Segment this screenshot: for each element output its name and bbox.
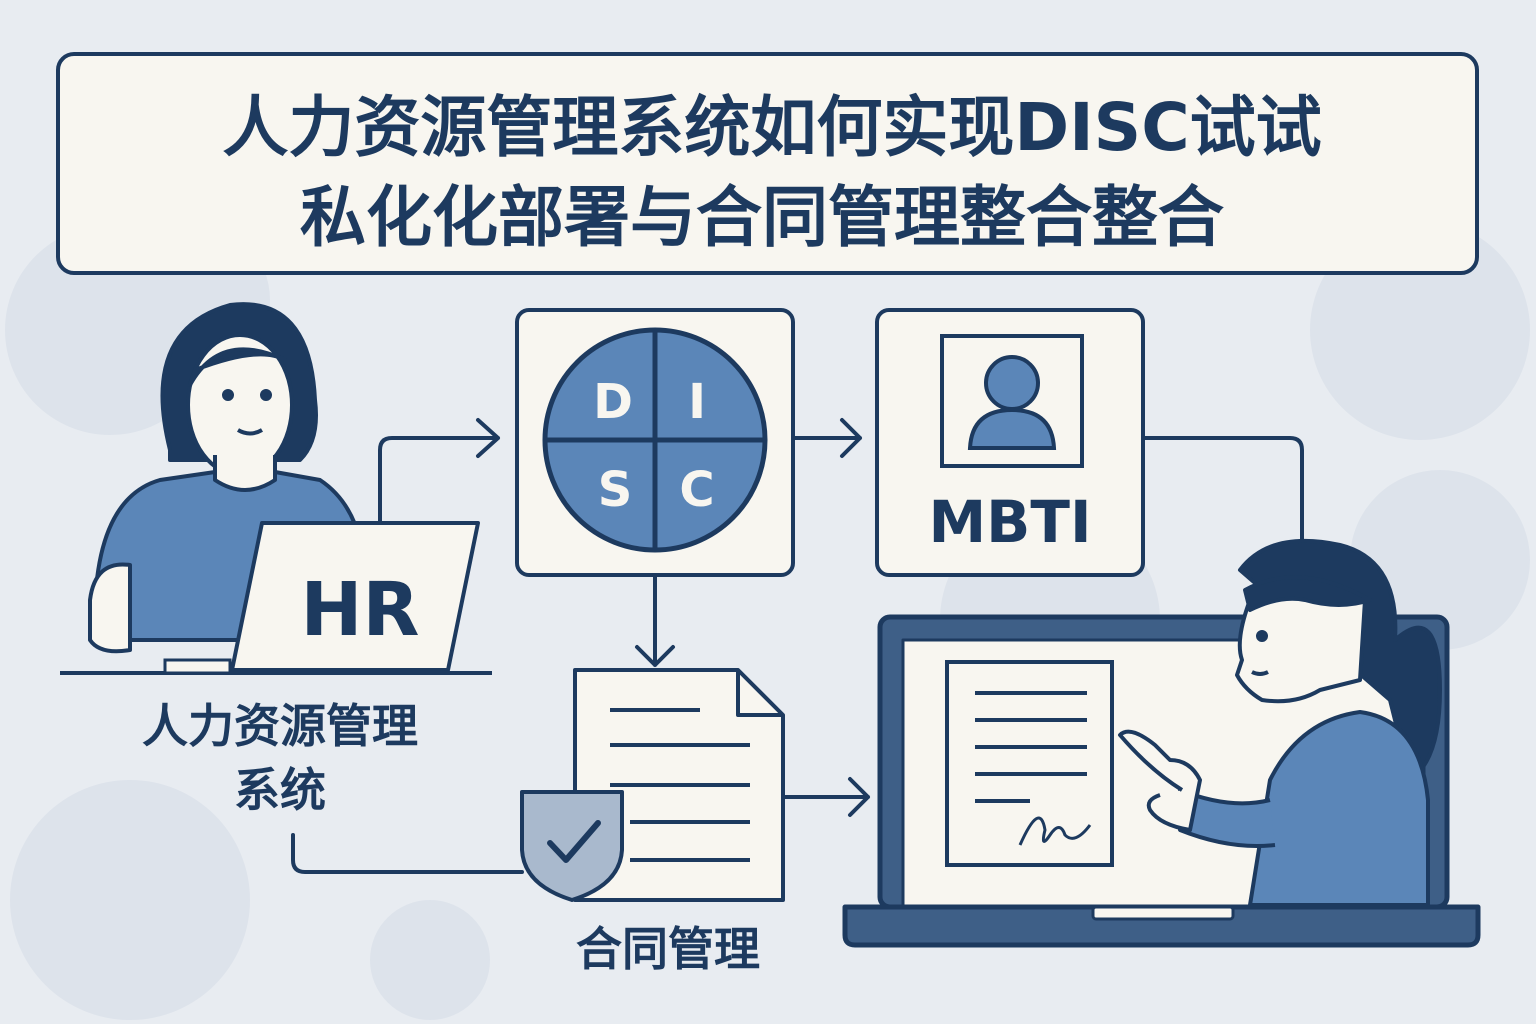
disc-box: D I S C <box>515 308 795 577</box>
contract-label: 合同管理 <box>576 922 760 976</box>
disc-c: C <box>679 462 714 518</box>
hr-to-contract-line <box>291 833 524 874</box>
user-profile-icon <box>967 355 1057 450</box>
signed-document <box>945 660 1114 867</box>
hr-laptop-label: HR <box>301 567 420 653</box>
disc-d: D <box>593 374 633 430</box>
title-box: 人力资源管理系统如何实现DISC试试 私化化部署与合同管理整合整合 <box>56 52 1479 275</box>
disc-to-mbti-arrow <box>793 418 862 458</box>
disc-to-contract-arrow <box>635 575 675 667</box>
mbti-to-user-line <box>1141 436 1304 542</box>
contract-to-laptop-arrow <box>783 777 870 817</box>
signature <box>1018 816 1092 846</box>
mbti-box: MBTI <box>875 308 1145 577</box>
user-person-illustration <box>1118 538 1442 907</box>
title-line-2: 私化化部署与合同管理整合整合 <box>300 179 1224 256</box>
hr-system-label-line-2: 系统 <box>234 763 326 817</box>
hr-laptop: HR <box>60 521 492 675</box>
mbti-label: MBTI <box>928 488 1091 556</box>
hr-to-disc-arrow <box>378 418 500 527</box>
shield-check-icon <box>520 790 624 902</box>
connectors <box>291 418 1304 874</box>
disc-i: I <box>688 374 706 430</box>
title-line-1: 人力资源管理系统如何实现DISC试试 <box>222 89 1321 166</box>
hr-system-label-line-1: 人力资源管理 <box>142 699 418 753</box>
disc-s: S <box>598 462 633 518</box>
